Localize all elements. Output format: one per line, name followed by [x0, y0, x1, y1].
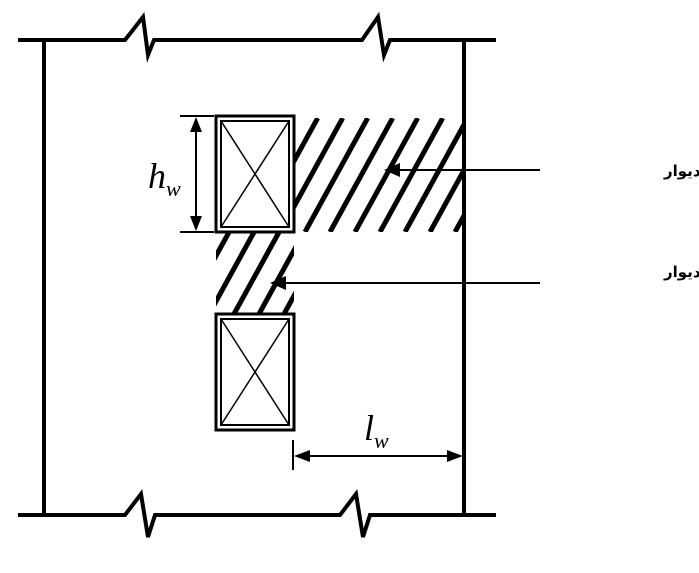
horizontal-pier-hatch-line: [134, 232, 179, 314]
hw-label: hw: [148, 156, 181, 201]
vertical-pier-hatch-line: [480, 118, 543, 232]
vertical-pier-hatch-line: [294, 118, 320, 167]
vertical-pier-hatch-line: [377, 118, 445, 232]
vertical-pier-hatch-line: [505, 118, 568, 232]
horizontal-pier-hatch-line: [281, 290, 294, 314]
vertical-pier-leader-arrow: [384, 163, 400, 177]
vertical-pier-hatch-line: [302, 118, 370, 232]
lower-opening: [214, 312, 296, 432]
vertical-pier-hatch-line: [402, 119, 464, 232]
vertical-pier-hatch: [180, 118, 618, 232]
horizontal-pier-leader-arrow: [270, 276, 286, 290]
vertical-pier-label: قطعه قائم دیوار: [663, 162, 699, 180]
vertical-pier-hatch-line: [205, 118, 268, 232]
lw-dimension: [292, 440, 457, 470]
vertical-pier-hatch-line: [294, 118, 345, 212]
vertical-pier-hatch-line: [327, 118, 395, 232]
hw-dimension: [180, 115, 214, 233]
horizontal-pier-hatch-line: [216, 232, 232, 262]
horizontal-pier-hatch-line: [231, 232, 282, 314]
horizontal-pier-label: قطعه افقی دیوار: [663, 263, 699, 281]
hw-arrow-top: [190, 117, 202, 132]
horizontal-pier-hatch: [134, 232, 404, 314]
horizontal-pier-hatch-line: [359, 232, 404, 314]
vertical-pier-hatch-line: [555, 118, 618, 232]
hw-arrow-bottom: [190, 216, 202, 231]
horizontal-pier-hatch-line: [216, 232, 257, 307]
lw-arrow-right: [447, 450, 463, 462]
vertical-pier-hatch-line: [180, 118, 243, 232]
lw-label: lw: [364, 408, 389, 453]
wall-outline: [18, 11, 496, 538]
vertical-pier-hatch-line: [294, 118, 295, 121]
vertical-pier-hatch-line: [530, 118, 593, 232]
upper-opening: [214, 114, 296, 234]
top-beam-line: [18, 11, 496, 63]
bottom-beam-line: [18, 489, 496, 538]
horizontal-pier-hatch-line: [334, 232, 379, 314]
horizontal-pier-hatch-line: [256, 245, 294, 314]
horizontal-pier-hatch-line: [159, 232, 204, 314]
lw-arrow-left: [294, 450, 310, 462]
horizontal-pier-hatch-line: [309, 232, 354, 314]
vertical-pier-hatch-line: [352, 118, 420, 232]
vertical-pier-hatch-line: [427, 164, 464, 232]
